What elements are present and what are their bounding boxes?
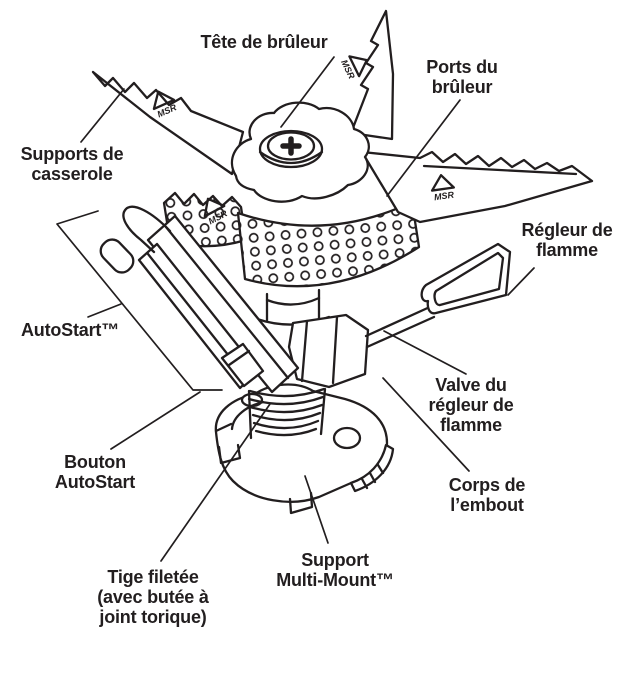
label-burner-ports: Ports du brûleur: [426, 57, 498, 97]
msr-logo: MSR: [430, 174, 456, 203]
msr-triangle-icon: [203, 197, 226, 218]
leader-line-autostart: [56, 210, 223, 391]
msr-logo-text: MSR: [433, 190, 455, 203]
igniter-wire: [122, 205, 172, 254]
leader-line-burner-head: [280, 56, 335, 128]
label-flame-regulator: Régleur de flamme: [521, 220, 613, 260]
label-autostart-button: Bouton AutoStart: [54, 452, 136, 492]
autostart-button-part: [220, 342, 265, 388]
leader-line-multi-mount: [304, 475, 329, 544]
label-pot-supports: Supports de casserole: [20, 144, 124, 184]
msr-triangle-icon: [152, 90, 176, 111]
autostart-igniter: [99, 205, 300, 394]
drum-band: [236, 200, 421, 288]
leader-line-threaded-stem: [160, 403, 271, 562]
leader-line-flame-regulator: [507, 267, 535, 296]
label-autostart: AutoStart™: [21, 320, 119, 340]
label-threaded-stem: Tige filetée (avec butée à joint torique…: [97, 567, 209, 627]
leader-line-autostart-connector: [87, 303, 122, 318]
pot-support-arm-top: [349, 9, 395, 141]
msr-triangle-icon: [348, 55, 368, 78]
leader-lines: [56, 56, 535, 562]
leader-line-valve: [383, 330, 467, 375]
valve-body: [287, 313, 370, 389]
msr-triangle-icon: [430, 174, 456, 192]
msr-logo-text: MSR: [339, 58, 357, 81]
label-flame-regulator-valve: Valve du régleur de flamme: [428, 375, 514, 435]
spark-plug: [99, 238, 135, 274]
flame-regulator-handle: [364, 242, 512, 349]
leader-line-nozzle-body: [382, 377, 470, 472]
label-burner-head: Tête de brûleur: [200, 32, 328, 52]
leader-line-pot-supports: [80, 88, 125, 143]
burner-ports-drum: [236, 200, 421, 288]
leader-line-burner-ports: [386, 99, 461, 197]
base-hole: [332, 426, 362, 450]
leader-line-autostart-button: [110, 391, 201, 450]
pot-support-arm-right: [360, 150, 594, 224]
multi-mount-base: [214, 383, 395, 515]
folded-support-arm: [146, 214, 300, 394]
label-multi-mount-support: Support Multi-Mount™: [276, 550, 394, 590]
screw-cross-icon: [280, 136, 302, 156]
threaded-stem-drawing: [247, 387, 327, 440]
label-nozzle-body: Corps de l’embout: [448, 475, 526, 515]
burner-head-drawing: [230, 101, 370, 203]
